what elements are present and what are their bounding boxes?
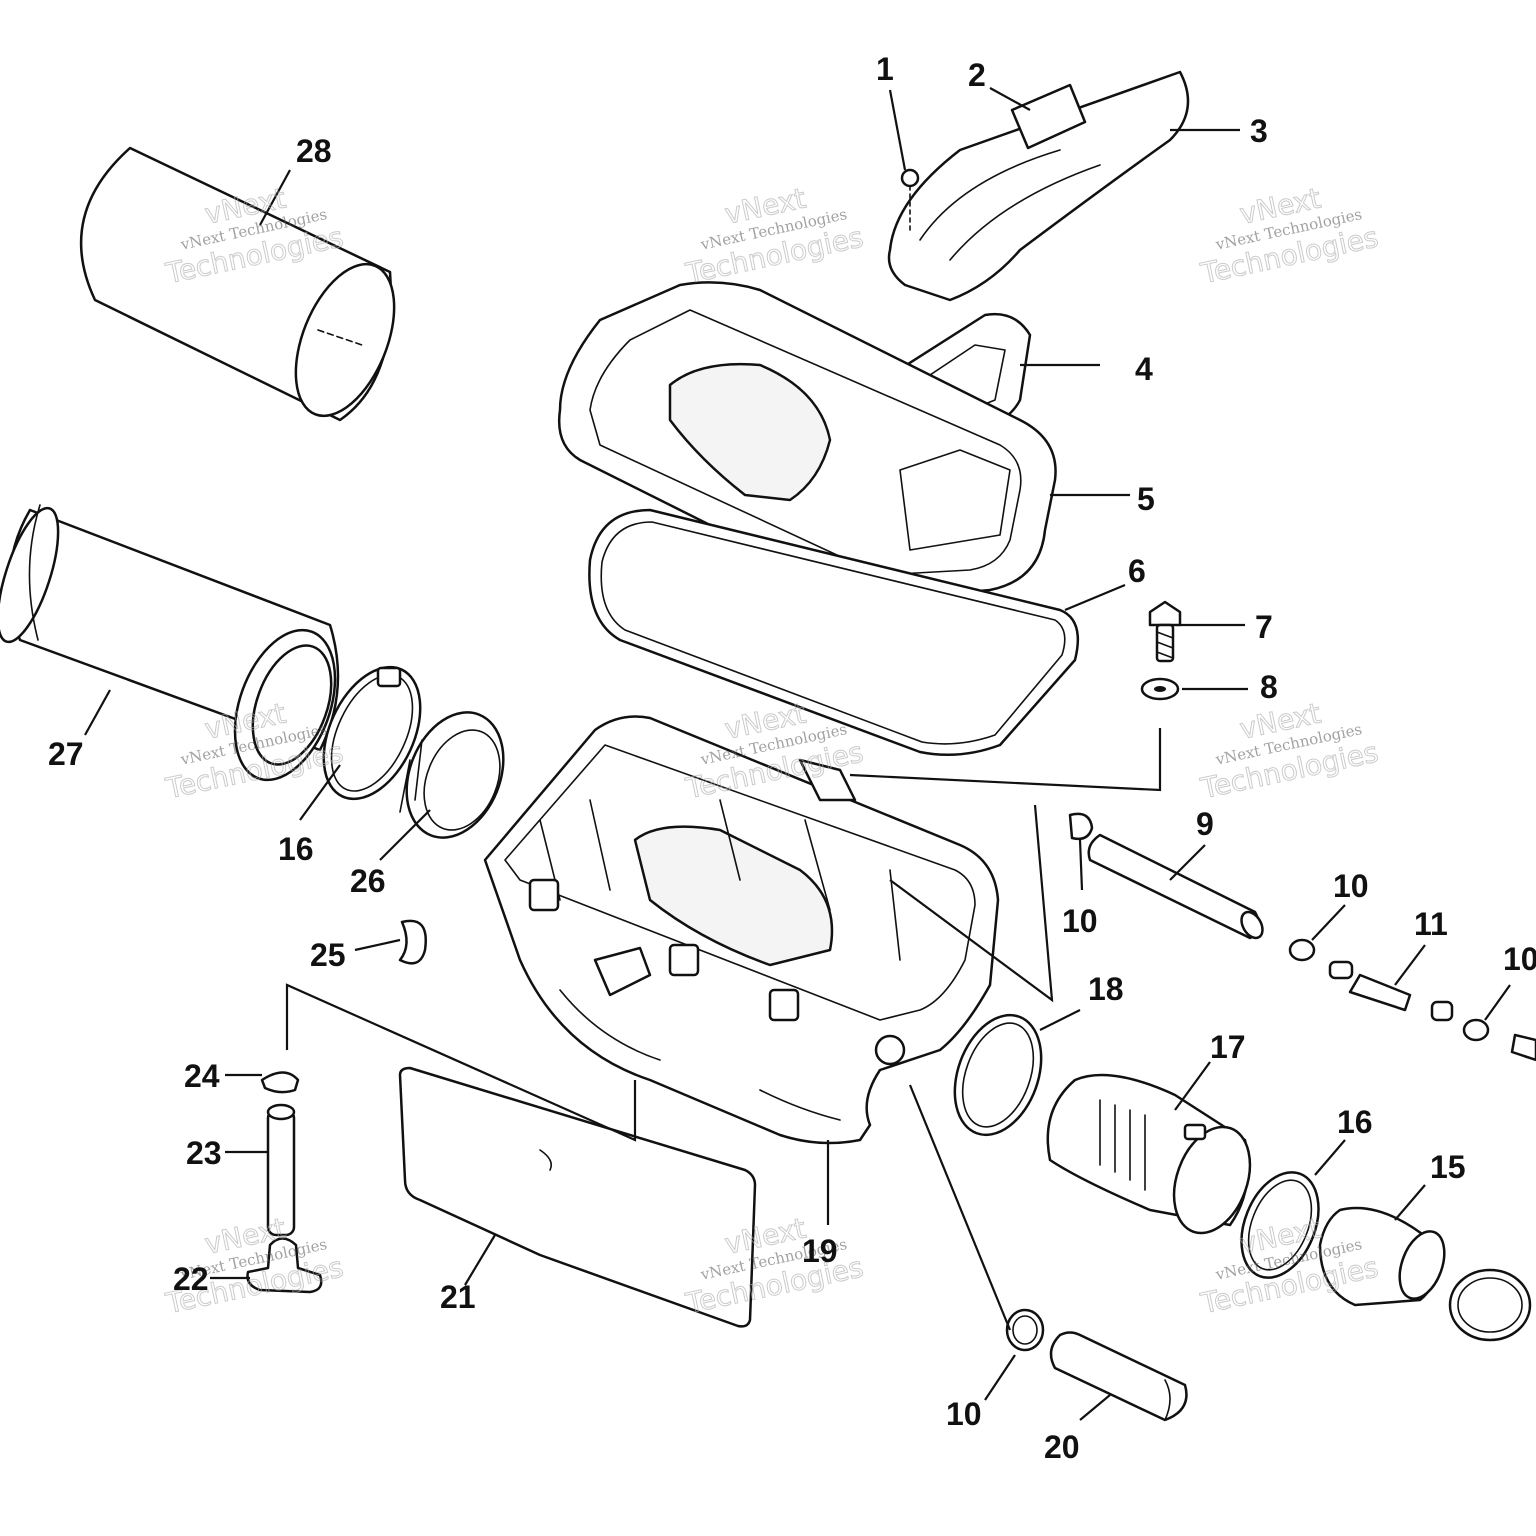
part-clamp-right [1240, 1171, 1320, 1279]
callout-11: 11 [1414, 906, 1448, 942]
part-intake-duct [887, 70, 1190, 302]
callout-10-a: 10 [1062, 903, 1098, 939]
part-coupler [1318, 1206, 1446, 1307]
callout-20: 20 [1044, 1429, 1080, 1465]
callout-7: 7 [1255, 609, 1273, 645]
callout-23: 23 [186, 1135, 222, 1171]
callout-1: 1 [876, 51, 894, 87]
callout-25: 25 [310, 937, 346, 973]
part-drain-fitting [246, 1071, 323, 1294]
callout-10-d: 10 [946, 1396, 982, 1432]
callout-22: 22 [173, 1261, 209, 1297]
part-clip [398, 919, 427, 965]
callout-10-c: 10 [1503, 941, 1536, 977]
part-clamp-edge [1448, 1268, 1532, 1342]
part-cover-plate [398, 1066, 757, 1328]
callout-17: 17 [1210, 1029, 1246, 1065]
part-outlet-boot [1046, 1073, 1252, 1235]
callout-5: 5 [1137, 481, 1155, 517]
callout-6: 6 [1128, 553, 1146, 589]
part-washer [1140, 677, 1180, 701]
part-check-valve [1288, 938, 1536, 1062]
callout-9: 9 [1196, 806, 1214, 842]
part-filter-sleeve [79, 146, 396, 422]
callout-24: 24 [184, 1058, 220, 1094]
callout-4: 4 [1135, 351, 1153, 387]
callout-27: 27 [48, 736, 84, 772]
part-hose-clamp-bottom [1005, 1308, 1045, 1352]
part-breather-hose [1068, 812, 1264, 940]
callout-15: 15 [1430, 1149, 1466, 1185]
callout-10-b: 10 [1333, 868, 1369, 904]
callout-16-right: 16 [1337, 1104, 1373, 1140]
callout-18: 18 [1088, 971, 1124, 1007]
callout-19: 19 [802, 1233, 838, 1269]
callout-8: 8 [1260, 669, 1278, 705]
callouts: 1 2 3 4 5 6 7 8 9 10 10 10 10 11 15 16 1… [48, 51, 1536, 1465]
callout-28: 28 [296, 133, 332, 169]
part-oring [953, 1013, 1043, 1137]
part-lid-seal [588, 508, 1080, 756]
part-bolt [1148, 600, 1182, 663]
callout-2: 2 [968, 57, 986, 93]
part-drain-hose [1049, 1331, 1188, 1422]
part-air-filter [0, 504, 340, 782]
part-clamp-left [322, 665, 422, 801]
callout-26: 26 [350, 863, 386, 899]
leader-lines [84, 87, 1511, 1421]
part-airbox-body [483, 715, 1000, 1145]
part-airbox-lid [557, 281, 1057, 602]
part-adapter-ring [399, 711, 505, 839]
callout-21: 21 [440, 1279, 476, 1315]
callout-16-left: 16 [278, 831, 314, 867]
callout-3: 3 [1250, 113, 1268, 149]
